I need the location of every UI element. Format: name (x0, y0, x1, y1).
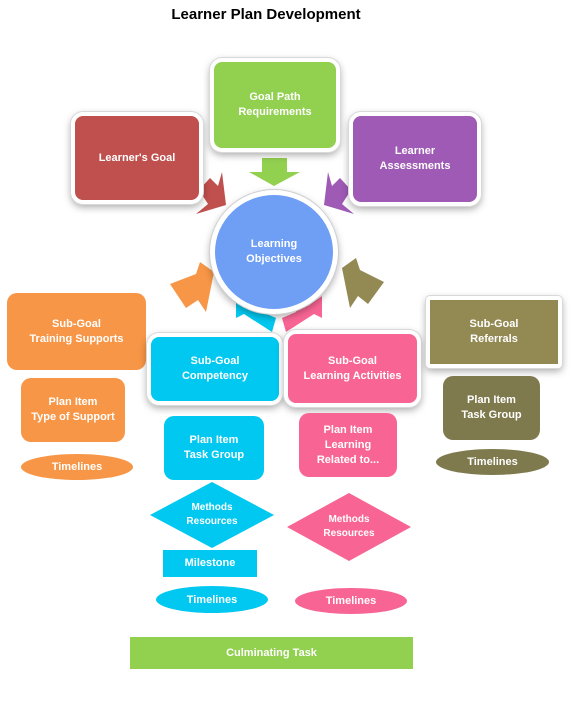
arrow-objectives-to-referrals (342, 258, 384, 308)
learners-goal-box: Learner's Goal (71, 112, 203, 204)
subgoal-competency-box: Sub-Goal Competency (147, 333, 283, 405)
timelines-olive-oval: Timelines (436, 449, 549, 475)
methods-resources-right-label: Methods Resources (323, 514, 375, 539)
plan-item-task-group-left-box: Plan Item Task Group (164, 416, 264, 480)
timelines-cyan-oval: Timelines (156, 586, 268, 613)
subgoal-learning-activities-box: Sub-Goal Learning Activities (284, 330, 421, 407)
arrow-learners-goal-to-objectives (196, 172, 226, 214)
timelines-orange-oval: Timelines (21, 454, 133, 480)
diamond-shape-right (287, 493, 411, 561)
learning-objectives-circle: Learning Objectives (210, 190, 338, 314)
page-title: Learner Plan Development (171, 6, 361, 23)
arrow-assessments-to-objectives (324, 172, 354, 214)
milestone-box: Milestone (163, 550, 257, 577)
plan-item-task-group-right-box: Plan Item Task Group (443, 376, 540, 440)
timelines-pink-oval: Timelines (295, 588, 407, 614)
methods-resources-left-diamond: Methods Resources (150, 482, 274, 548)
arrow-objectives-to-training (170, 262, 214, 312)
culminating-task-bar: Culminating Task (130, 637, 413, 669)
plan-item-learning-related-box: Plan Item Learning Related to... (299, 413, 397, 477)
arrow-goal-path-to-objectives (249, 158, 300, 186)
diamond-shape-left (150, 482, 274, 548)
subgoal-training-supports-box: Sub-Goal Training Supports (7, 293, 146, 370)
plan-item-type-of-support-box: Plan Item Type of Support (21, 378, 125, 442)
arrow-objectives-to-learning (282, 296, 322, 332)
goal-path-requirements-box: Goal Path Requirements (210, 58, 340, 152)
methods-resources-right-diamond: Methods Resources (287, 493, 411, 561)
subgoal-referrals-box: Sub-Goal Referrals (426, 296, 562, 368)
learner-assessments-box: Learner Assessments (349, 112, 481, 206)
methods-resources-left-label: Methods Resources (186, 502, 238, 527)
